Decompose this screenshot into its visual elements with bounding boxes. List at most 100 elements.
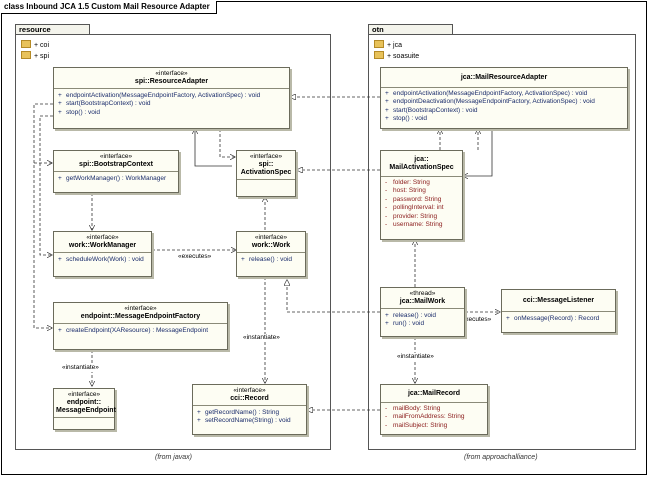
package-item-label: soasuite (393, 53, 420, 60)
operation: + getRecordName() : String (197, 409, 302, 417)
operation: +onMessage(Record) : Record (506, 315, 611, 323)
class-message-endpoint[interactable]: «interface» endpoint:: MessageEndpoint (53, 388, 116, 430)
class-work[interactable]: «interface» work::Work +release() : void (236, 231, 306, 277)
attribute-text: host: String (393, 187, 426, 195)
class-name: work::WorkManager (68, 242, 137, 249)
operation-text: endpointDeactivation(MessageEndpointFact… (393, 98, 595, 106)
stereotype: «interface» (124, 305, 157, 312)
package-resource-item[interactable]: + spi (21, 51, 49, 61)
package-otn-note: (from approachalliance) (464, 454, 538, 461)
operations: + getWorkManager() : WorkManager (54, 172, 178, 186)
class-name: endpoint::MessageEndpointFactory (80, 313, 201, 320)
class-activation-spec[interactable]: «interface» spi:: ActivationSpec (236, 150, 296, 197)
attribute-text: mailFromAddress: String (393, 413, 465, 421)
operations: +scheduleWork(Work) : void (54, 253, 151, 267)
class-message-listener[interactable]: cci::MessageListener +onMessage(Record) … (501, 289, 616, 333)
class-mail-record[interactable]: jca::MailRecord -mailBody: String -mailF… (380, 384, 488, 435)
operation-text: stop() : void (66, 108, 100, 116)
class-header: «interface» spi::BootstrapContext (54, 151, 178, 172)
operations: + release() : void +run() : void (381, 309, 464, 332)
visibility-marker: + (385, 115, 389, 123)
operation-text: setRecordName(String) : void (205, 417, 291, 425)
operation-text: start(BootstrapContext) : void (393, 106, 478, 114)
package-resource-item[interactable]: + coi (21, 40, 49, 50)
operation-text: release() : void (393, 312, 436, 319)
class-header: «thread» jca::MailWork (381, 288, 464, 309)
visibility-marker: - (385, 421, 388, 429)
visibility-marker: - (385, 405, 388, 412)
attribute: -mailBody: String (385, 405, 483, 413)
operations: +onMessage(Record) : Record (502, 312, 615, 326)
operation: +stop() : void (58, 109, 285, 117)
dependency-edge (39, 115, 53, 255)
operation: +start(BootstrapContext) : void (385, 107, 623, 115)
visibility-marker: + (385, 312, 389, 319)
folder-icon (374, 51, 384, 59)
attribute-text: username: String (393, 221, 443, 229)
package-item-prefix: + (387, 42, 394, 49)
attribute-text: mailBody: String (393, 405, 441, 412)
class-work-manager[interactable]: «interface» work::WorkManager +scheduleW… (53, 231, 152, 277)
operation-text: getRecordName() : String (205, 409, 280, 416)
attribute-text: mailSubject: String (393, 421, 448, 429)
operations: + endpointActivation(MessageEndpointFacto… (381, 88, 627, 126)
package-resource-tab[interactable]: resource (15, 24, 90, 34)
class-bootstrap-context[interactable]: «interface» spi::BootstrapContext + getWo… (53, 150, 179, 193)
visibility-marker: + (197, 417, 201, 425)
class-header: «interface» spi:: ActivationSpec (237, 151, 295, 180)
attribute-text: password: String (393, 195, 442, 203)
stereotype: «interface» (99, 153, 133, 160)
stereotype: «interface» (155, 70, 188, 77)
instantiate-label: «instantiate» (397, 353, 434, 361)
package-otn-name: otn (372, 25, 384, 34)
operation-text: getWorkManager() : WorkManager (66, 175, 167, 182)
visibility-marker: + (58, 175, 62, 182)
attribute: -mailFromAddress: String (385, 413, 483, 421)
visibility-marker: - (385, 212, 388, 220)
attribute: -pollingInterval: int (385, 204, 458, 212)
operation-text: endpointActivation(MessageEndpointFactor… (393, 90, 588, 97)
class-name: cci::MessageListener (522, 297, 595, 304)
operation: +endpointDeactivation(MessageEndpointFac… (385, 98, 623, 106)
package-otn-tab[interactable]: otn (368, 24, 453, 34)
operation-text: release() : void (249, 256, 292, 263)
class-mail-resource-adapter[interactable]: jca::MailResourceAdapter +endpointActiva… (380, 67, 628, 129)
visibility-marker: + (241, 256, 245, 263)
package-otn-item[interactable]: + jca (374, 40, 402, 50)
class-message-endpoint-factory[interactable]: «interface» endpoint::MessageEndpointFac… (53, 302, 228, 350)
operation: + release() : void (385, 312, 460, 320)
package-item-prefix: + (387, 53, 394, 60)
stereotype: «thread» (409, 290, 436, 297)
instantiate-label: «instantiate» (62, 364, 99, 372)
stereotype: «interface» (67, 391, 101, 398)
package-resource-name: resource (19, 25, 51, 34)
package-otn-item[interactable]: + soasuite (374, 51, 419, 61)
folder-icon (21, 51, 31, 59)
package-item-label: jca (393, 42, 402, 49)
visibility-marker: - (385, 187, 388, 195)
class-name: jca:: (414, 156, 429, 163)
class-header: jca::MailRecord (381, 385, 487, 403)
operations: +endpointActivation(MessageEndpointFacto… (54, 89, 289, 120)
attribute: -password: String (385, 196, 458, 204)
folder-icon (21, 40, 31, 48)
class-name: work::Work (251, 242, 291, 249)
operation-text: stop() : void (393, 115, 427, 123)
class-mail-work[interactable]: «thread» jca::MailWork + release() : void… (380, 287, 465, 337)
executes-label: «executes» (178, 253, 212, 261)
visibility-marker: + (385, 90, 389, 97)
class-record[interactable]: «interface» cci::Record + getRecordName()… (192, 384, 307, 435)
class-mail-activation-spec[interactable]: jca:: MailActivationSpec -folder: String… (380, 150, 463, 240)
operation: +createEndpoint(XAResource) : MessageEnd… (58, 327, 223, 335)
visibility-marker: + (197, 409, 201, 416)
class-header: «interface» cci::Record (193, 385, 306, 406)
class-resource-adapter[interactable]: «interface» spi::ResourceAdapter +endpoi… (53, 67, 290, 129)
visibility-marker: - (385, 221, 388, 229)
class-header: «interface» work::WorkManager (54, 232, 151, 253)
operation: +run() : void (385, 320, 460, 328)
executes-label: «executes» (458, 316, 492, 324)
folder-icon (374, 40, 384, 48)
visibility-marker: + (58, 327, 62, 334)
operation: + setRecordName(String) : void (197, 417, 302, 425)
